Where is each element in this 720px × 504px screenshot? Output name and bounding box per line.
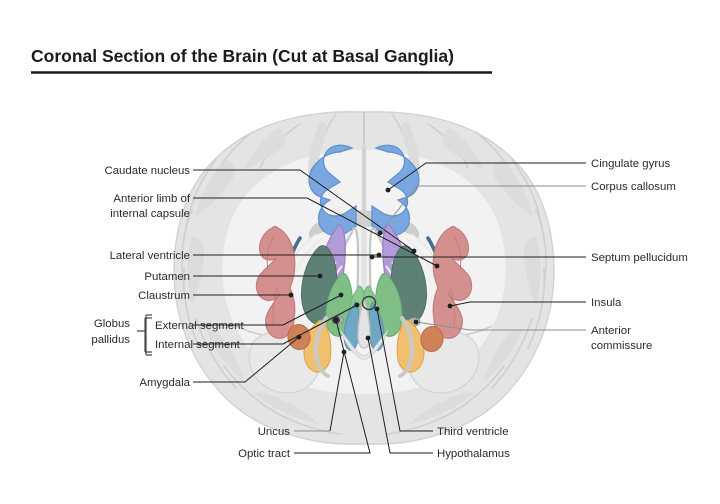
labels-right: Cingulate gyrus Corpus callosum Septum p… xyxy=(591,158,688,352)
third-ventricle-ring xyxy=(361,295,377,311)
label-claustrum: Claustrum xyxy=(138,290,190,302)
label-globus-pallidus-group: Globus pallidus xyxy=(91,318,130,346)
label-amygdala: Amygdala xyxy=(139,377,190,389)
insula-left xyxy=(255,225,296,339)
label-uncus: Uncus xyxy=(258,426,291,438)
leader-dot-optic-tract xyxy=(333,317,339,323)
sulci-left-fill xyxy=(187,121,327,424)
leader-dot-insula xyxy=(447,303,453,309)
sulci-right-fill xyxy=(401,121,541,424)
brain-illustration xyxy=(173,111,555,445)
leader-dot-lateral-ventricle xyxy=(376,252,382,258)
leader-dot-gp-external xyxy=(338,292,344,298)
page-title: Coronal Section of the Brain (Cut at Bas… xyxy=(31,46,454,66)
insula-folds xyxy=(266,235,462,327)
leader-lines xyxy=(137,162,586,454)
leader-dot-claustrum xyxy=(288,292,294,298)
label-septum-pellucidum: Septum pellucidum xyxy=(591,252,688,264)
label-third-ventricle: Third ventricle xyxy=(437,426,509,438)
label-insula: Insula xyxy=(591,297,622,309)
leader-anterior-limb xyxy=(193,197,438,267)
leader-corpus-callosum xyxy=(379,185,586,234)
label-cingulate-gyrus: Cingulate gyrus xyxy=(591,158,670,170)
label-corpus-callosum: Corpus callosum xyxy=(591,181,676,193)
hypothalamus-right xyxy=(368,301,385,351)
label-lateral-ventricle: Lateral ventricle xyxy=(110,250,190,262)
leader-dot-third-ventricle xyxy=(374,306,380,312)
leader-amygdala xyxy=(193,336,300,383)
label-internal-segment: Internal segment xyxy=(155,339,241,351)
leader-dot-anterior-commissure xyxy=(413,319,419,325)
label-anterior-commissure-line2: commissure xyxy=(591,340,652,352)
leader-dot-putamen xyxy=(317,273,323,279)
leader-gp-external xyxy=(193,294,342,326)
leader-insula xyxy=(449,301,586,307)
label-hypothalamus: Hypothalamus xyxy=(437,448,510,460)
label-anterior-commissure-line1: Anterior xyxy=(591,325,631,337)
globus-pallidus-bracket-spine xyxy=(145,314,152,356)
labels-bottom: Uncus Optic tract Third ventricle Hypoth… xyxy=(238,426,510,460)
parahippocampal-band-left xyxy=(313,316,330,378)
parahippocampal-band-right xyxy=(398,316,415,378)
label-caudate-nucleus: Caudate nucleus xyxy=(105,165,191,177)
label-globus-pallidus-line2: pallidus xyxy=(91,334,130,346)
leader-hypothalamus xyxy=(367,337,433,454)
leader-gp-internal xyxy=(193,304,358,345)
leader-dot-septum xyxy=(369,254,375,260)
label-putamen: Putamen xyxy=(144,271,190,283)
leader-uncus xyxy=(329,351,345,432)
label-anterior-limb-line1: Anterior limb of xyxy=(113,193,190,205)
cingulate-gyrus xyxy=(308,143,420,238)
labels-left: Caudate nucleus Anterior limb of interna… xyxy=(105,165,245,389)
leader-dot-caudate xyxy=(411,248,417,254)
label-optic-tract: Optic tract xyxy=(238,448,291,460)
leader-dot-gp-internal xyxy=(354,302,360,308)
label-globus-pallidus-line1: Globus xyxy=(94,318,130,330)
hypothalamic-base xyxy=(339,329,389,361)
amygdala-right xyxy=(420,326,444,352)
leader-optic-tract xyxy=(294,319,371,454)
leader-cingulate-gyrus xyxy=(387,162,586,191)
leader-anterior-commissure xyxy=(415,321,586,331)
label-external-segment: External segment xyxy=(155,320,244,332)
leader-third-ventricle xyxy=(376,308,433,432)
insula-right xyxy=(432,225,473,339)
label-anterior-limb-line2: internal capsule xyxy=(110,208,190,220)
leader-dot-corpus-callosum xyxy=(377,230,383,236)
globus-pallidus-bracket xyxy=(137,317,152,353)
leader-dot-anterior-limb xyxy=(434,263,440,269)
leader-dot-cingulate xyxy=(385,187,391,193)
leader-dot-hypothalamus xyxy=(365,335,371,341)
leader-dot-amygdala xyxy=(296,334,302,340)
leader-caudate-nucleus xyxy=(193,169,415,252)
hypothalamus-left xyxy=(343,301,360,351)
